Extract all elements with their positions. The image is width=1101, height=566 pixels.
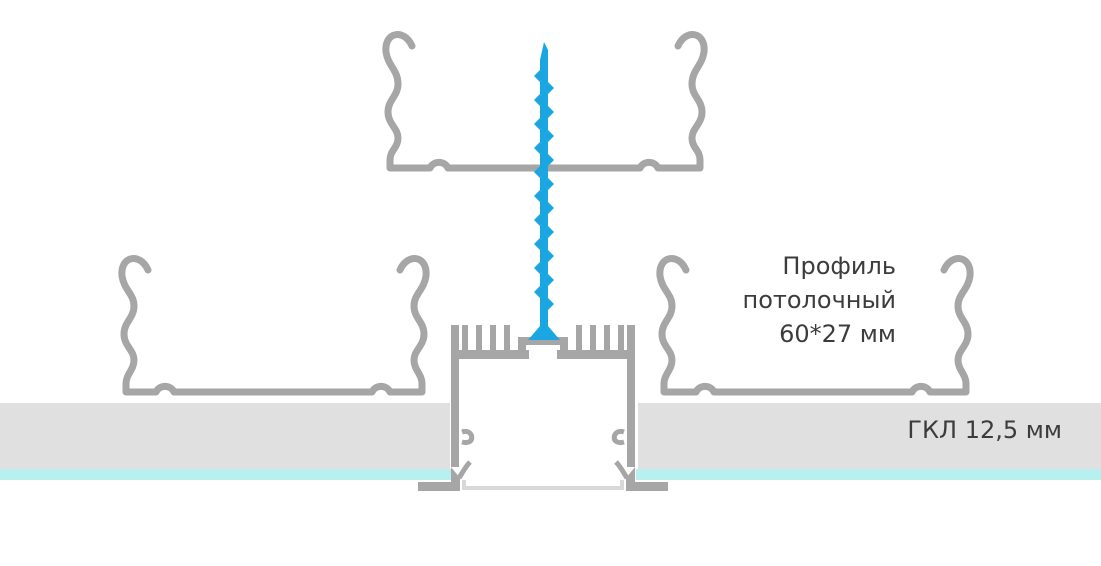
- heatsink-fin: [576, 325, 582, 351]
- heatsink-fin: [476, 325, 482, 351]
- diffuser-lip-right: [614, 460, 630, 480]
- channel-center-web-left: [518, 337, 526, 359]
- channel-center-web-right: [560, 337, 568, 359]
- drywall-board-left-body: [0, 403, 450, 469]
- channel-wall-right: [627, 325, 635, 467]
- clip-hook-left: [461, 428, 475, 446]
- heatsink-fin: [462, 325, 468, 351]
- clip-hook-right: [611, 428, 625, 446]
- profile-label-line3: 60*27 мм: [779, 320, 896, 348]
- heatsink-fin: [504, 325, 510, 351]
- channel-wall-left: [451, 325, 459, 467]
- drywall-board-right-body: [638, 403, 1101, 469]
- drywall-board-left-edge: [0, 469, 452, 480]
- profile-label-line1: Профиль: [782, 252, 896, 280]
- screw-head: [528, 326, 560, 340]
- ceiling-profile-right: [656, 255, 974, 396]
- profile-label-line2: потолочный: [743, 286, 896, 314]
- heatsink-fin: [618, 325, 624, 351]
- channel-flange-right: [626, 467, 668, 491]
- screw-thread: [534, 70, 554, 310]
- channel-top-plate-left: [459, 350, 529, 359]
- channel-center-base: [518, 337, 568, 345]
- drywall-label: ГКЛ 12,5 мм: [907, 416, 1062, 444]
- screw-shaft: [540, 42, 548, 326]
- aluminum-led-channel: [418, 325, 668, 491]
- channel-top-plate-right: [557, 350, 627, 359]
- diffuser: [462, 480, 624, 490]
- drywall-board-right-edge: [636, 469, 1101, 480]
- heatsink-fin: [590, 325, 596, 351]
- heatsink-fin: [604, 325, 610, 351]
- heatsink-fin: [490, 325, 496, 351]
- ceiling-profile-left: [118, 255, 430, 396]
- drywall-board-left: [0, 403, 452, 480]
- self-tapping-screw: [528, 42, 560, 340]
- drywall-board-right: [636, 403, 1101, 480]
- diffuser-lip-left: [456, 460, 472, 480]
- channel-flange-left: [418, 467, 460, 491]
